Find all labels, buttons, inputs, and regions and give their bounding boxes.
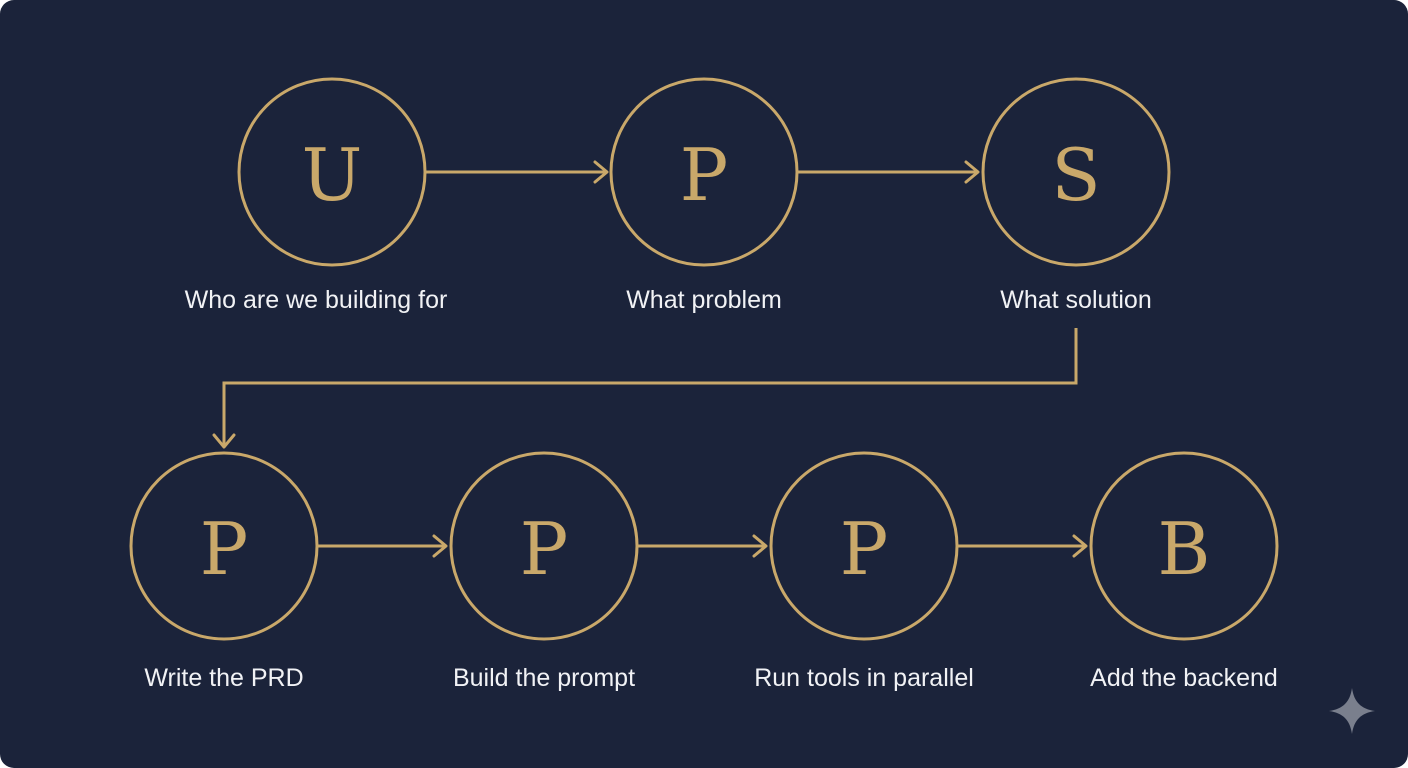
node-solution: S [981,77,1171,267]
arrowhead-prd-to-prompt [432,534,448,558]
sparkle-icon [1329,688,1375,734]
arrowhead-tools-to-backend [1072,534,1088,558]
arrowhead-p-to-s [964,160,980,184]
label-tools: Run tools in parallel [754,664,974,692]
connector-s-to-prd [222,328,1078,446]
node-tools: P [769,451,959,641]
node-who: U [237,77,427,267]
node-circle [981,77,1171,267]
node-circle [769,451,959,641]
label-solution: What solution [1000,286,1152,314]
node-letter: P [520,507,568,591]
arrowhead-u-to-p [593,160,609,184]
node-prompt: P [449,451,639,641]
node-circle [609,77,799,267]
arrowhead-prompt-to-tools [752,534,768,558]
node-letter: P [840,507,888,591]
node-letter: P [680,133,728,217]
node-problem: P [609,77,799,267]
node-circle [449,451,639,641]
node-letter: S [1051,133,1100,217]
node-letter: B [1158,507,1211,591]
node-circle [1089,451,1279,641]
node-prd: P [129,451,319,641]
label-problem: What problem [626,286,782,314]
node-circle [237,77,427,267]
label-backend: Add the backend [1090,664,1278,692]
node-backend: B [1089,451,1279,641]
label-who: Who are we building for [184,286,448,314]
label-prompt: Build the prompt [452,664,636,692]
node-letter: U [302,133,363,217]
label-prd: Write the PRD [144,664,304,692]
node-circle [129,451,319,641]
arrowhead-s-to-prd [212,433,236,449]
node-letter: P [200,507,248,591]
